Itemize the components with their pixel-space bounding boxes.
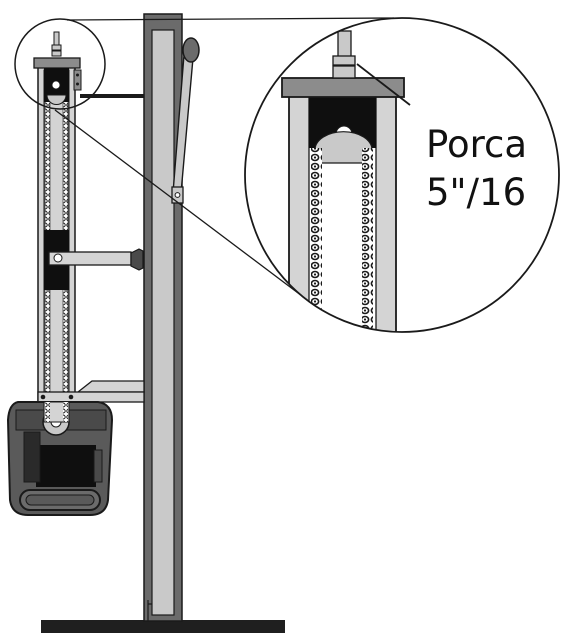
column-top-cap [33,31,82,105]
lever-arm [171,37,200,204]
carriage-block [44,230,144,290]
lever-knob [182,37,200,63]
nut-upper [332,55,356,66]
base-plate [41,620,285,633]
callout-label-line2: 5"/16 [426,171,526,214]
zoom-chain-left [311,148,322,332]
detail-circle-small [14,18,106,110]
main-post [143,13,183,622]
leader-line-top [66,17,395,21]
motor-assembly [6,401,114,516]
magnified-view [244,17,560,333]
leader-line-bottom [54,109,311,303]
nut-lower [332,65,356,79]
nut-pointer-line [356,63,411,106]
zoom-chain-right [362,148,373,332]
top-link-bar [80,94,144,98]
callout-label-line1: Porca [426,123,527,166]
